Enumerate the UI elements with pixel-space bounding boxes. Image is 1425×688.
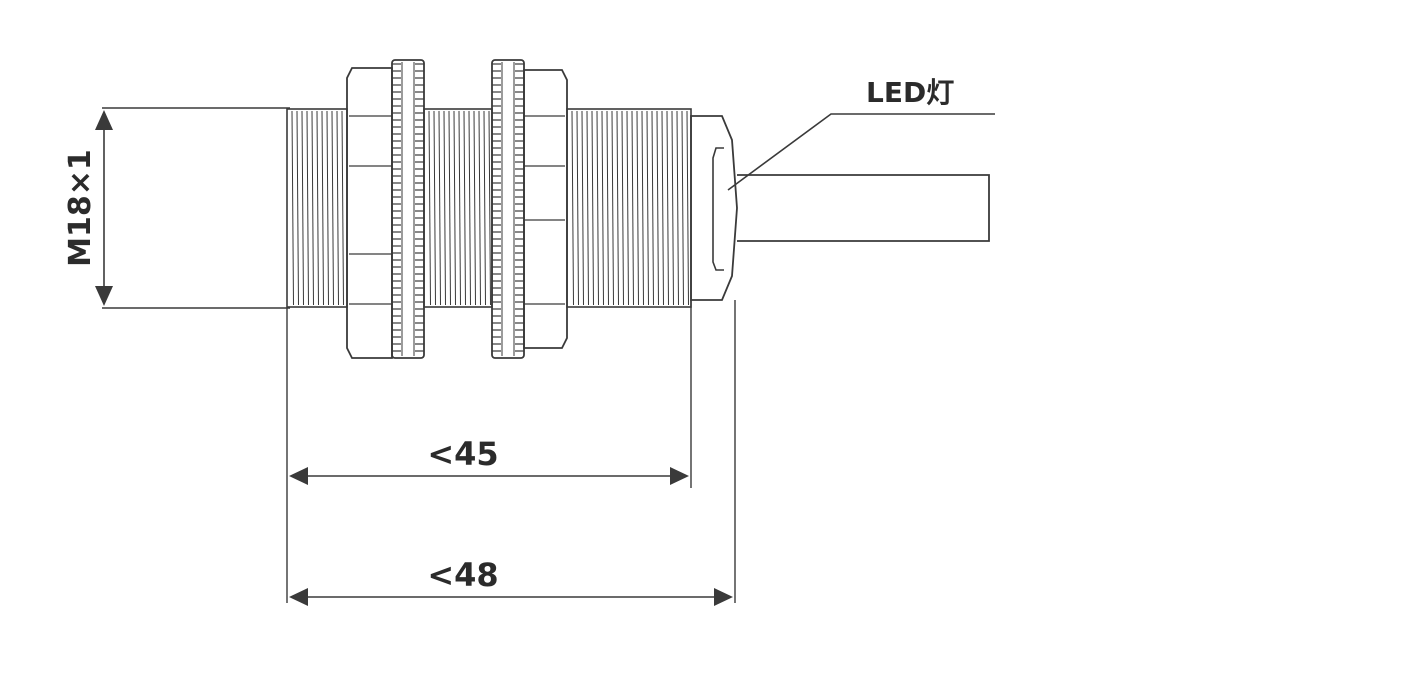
thread-pitch-line	[626, 110, 629, 306]
thread-pitch-line	[433, 110, 436, 306]
thread-pitch-line	[611, 110, 614, 306]
thread-pitch-line	[596, 110, 599, 306]
led-callout: LED灯	[727, 76, 995, 191]
thread-pitch-line	[438, 110, 441, 306]
thread-pitch-line	[576, 110, 579, 306]
thread-pitch-line	[651, 110, 654, 306]
total-length-label: <48	[427, 556, 498, 594]
led-window	[712, 147, 724, 271]
cable	[737, 174, 990, 242]
arrowhead-up	[95, 110, 113, 130]
thread-pitch-line	[621, 110, 624, 306]
thread-pitch-line	[331, 110, 334, 306]
length-extension-lines	[286, 300, 736, 603]
thread-pitch-line	[321, 110, 324, 306]
thread-pitch-line	[301, 110, 304, 306]
knurled-washer-right	[491, 59, 525, 359]
thread-pitch-line	[676, 110, 679, 306]
arrowhead-down	[95, 286, 113, 306]
rear-cap-outline	[690, 115, 738, 301]
thread-pitch-line	[296, 110, 299, 306]
total-length-dimension: <48	[289, 556, 733, 606]
thread-pitch-lines	[291, 110, 689, 306]
hex-nut-right-outline	[523, 69, 568, 349]
thread-pitch-line	[656, 110, 659, 306]
threaded-length-dimension: <45	[289, 435, 689, 485]
thread-pitch-line	[606, 110, 609, 306]
thread-pitch-line	[326, 110, 329, 306]
thread-diameter-dimension: M18×1	[63, 107, 290, 309]
thread-pitch-line	[636, 110, 639, 306]
thread-pitch-line	[671, 110, 674, 306]
thread-pitch-line	[591, 110, 594, 306]
hex-nut-left-outline	[346, 67, 393, 359]
rear-cap	[690, 115, 738, 301]
thread-pitch-line	[571, 110, 574, 306]
thread-spec-label: M18×1	[63, 149, 98, 267]
thread-pitch-line	[581, 110, 584, 306]
thread-pitch-line	[586, 110, 589, 306]
thread-pitch-line	[448, 110, 451, 306]
thread-pitch-line	[463, 110, 466, 306]
thread-pitch-line	[306, 110, 309, 306]
thread-pitch-line	[458, 110, 461, 306]
hex-nut-right	[523, 69, 568, 349]
thread-pitch-line	[336, 110, 339, 306]
thread-pitch-line	[443, 110, 446, 306]
knurl-teeth-left	[392, 62, 424, 356]
thread-pitch-line	[488, 110, 491, 306]
thread-pitch-line	[666, 110, 669, 306]
thread-pitch-line	[316, 110, 319, 306]
threaded-barrel	[286, 108, 692, 308]
thread-pitch-line	[291, 110, 294, 306]
thread-pitch-line	[341, 110, 344, 306]
thread-pitch-line	[473, 110, 476, 306]
thread-pitch-line	[601, 110, 604, 306]
thread-pitch-line	[468, 110, 471, 306]
hex-nut-left	[346, 67, 393, 359]
led-callout-label: LED灯	[866, 76, 954, 109]
thread-pitch-line	[631, 110, 634, 306]
thread-pitch-line	[661, 110, 664, 306]
thread-pitch-line	[681, 110, 684, 306]
thread-pitch-line	[311, 110, 314, 306]
thread-pitch-line	[478, 110, 481, 306]
thread-pitch-line	[453, 110, 456, 306]
thread-pitch-line	[686, 110, 689, 306]
threaded-length-label: <45	[427, 435, 498, 473]
thread-pitch-line	[641, 110, 644, 306]
thread-pitch-line	[428, 110, 431, 306]
thread-pitch-line	[483, 110, 486, 306]
thread-pitch-line	[616, 110, 619, 306]
thread-pitch-line	[646, 110, 649, 306]
knurl-teeth-right	[492, 62, 524, 356]
knurled-washer-left	[391, 59, 425, 359]
